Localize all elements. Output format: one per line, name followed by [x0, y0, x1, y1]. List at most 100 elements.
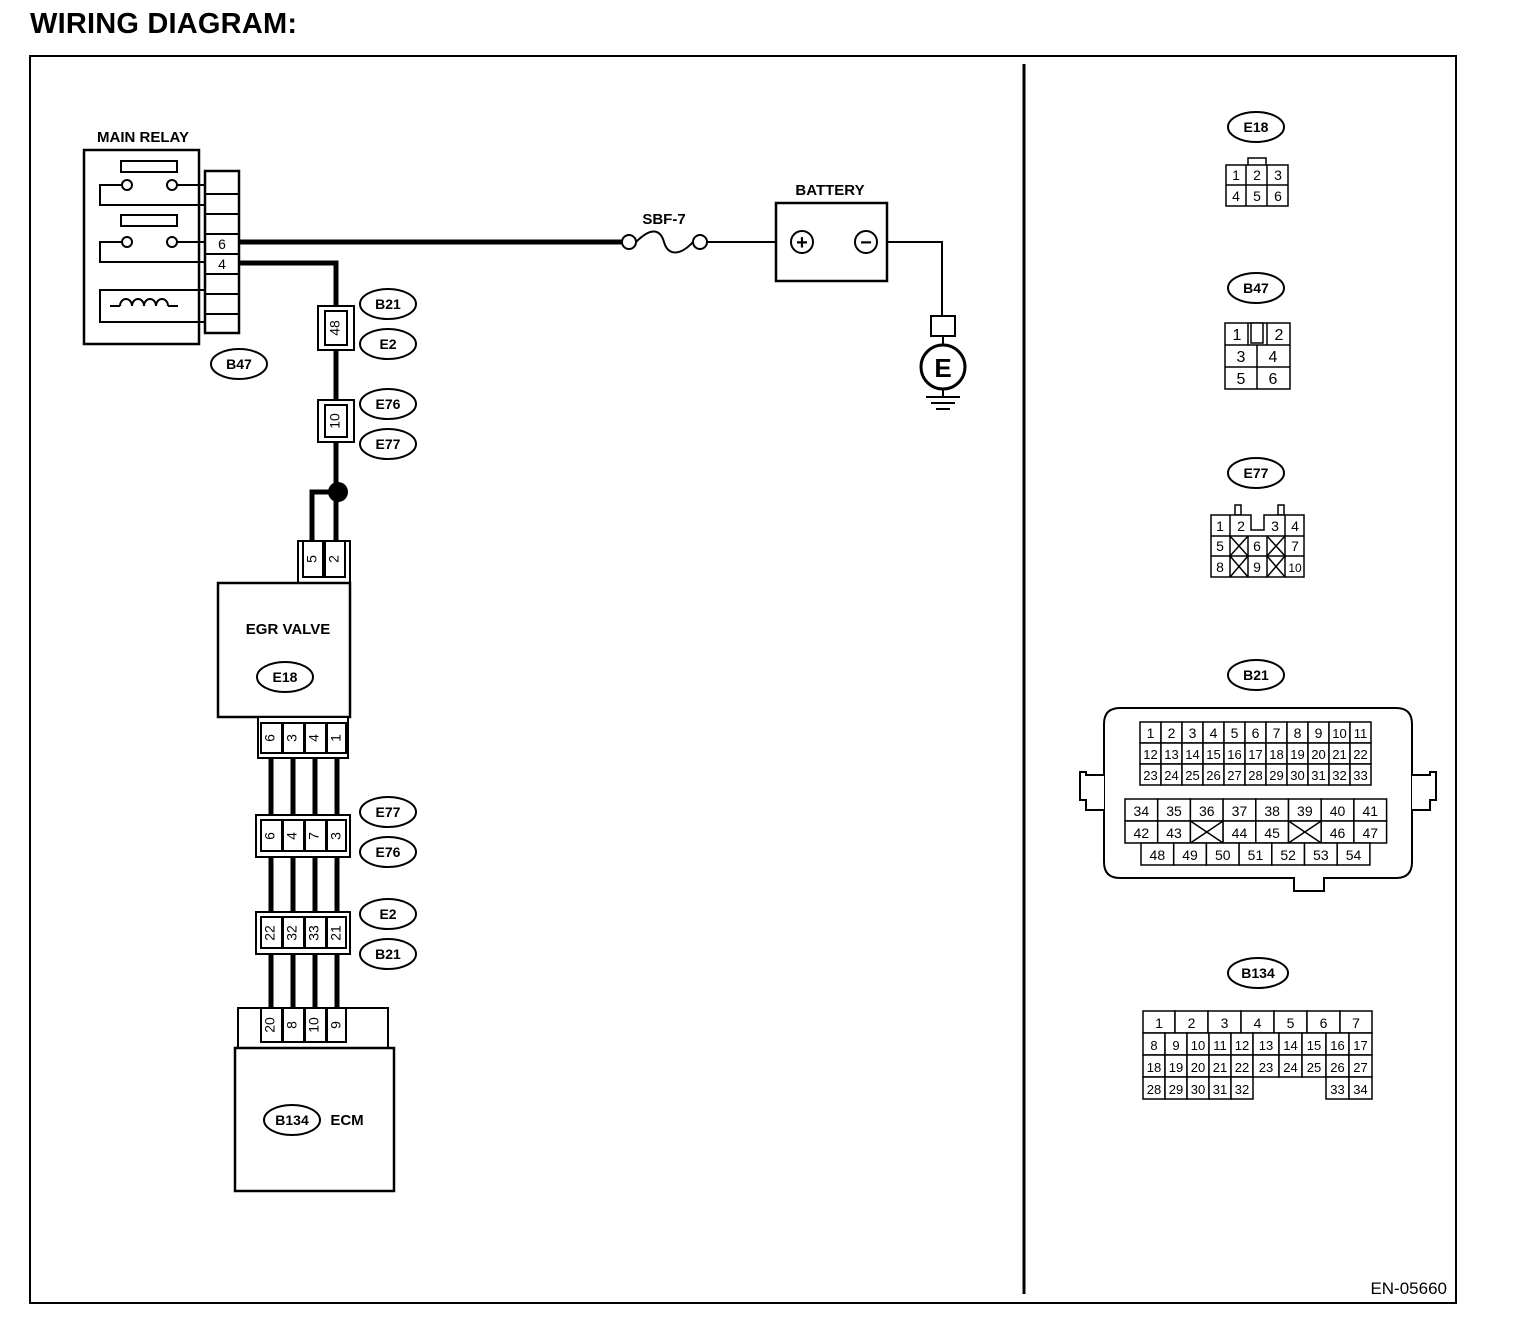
- b134-view-pin: 33: [1330, 1082, 1344, 1097]
- egr-top-pin: 2: [326, 555, 342, 563]
- junction-b21-e2: 48 B21 E2: [317, 288, 417, 360]
- b47-view-pin: 1: [1233, 327, 1242, 344]
- b21-view-pin: 28: [1248, 768, 1262, 783]
- b21-view-pin: 48: [1150, 847, 1166, 863]
- b134-view-pin: 26: [1330, 1060, 1344, 1075]
- b21-view-tag: B21: [1243, 667, 1269, 683]
- b21-view-pin: 10: [1332, 726, 1346, 741]
- b21-view-pin: 18: [1269, 747, 1283, 762]
- b21-view-pin: 24: [1164, 768, 1178, 783]
- ecm-pin: 10: [306, 1017, 322, 1033]
- junction2-pin: 10: [327, 413, 343, 429]
- page-title: WIRING DIAGRAM:: [30, 8, 298, 40]
- b21-view-pin: 30: [1290, 768, 1304, 783]
- b47-view-pin: 2: [1275, 327, 1284, 344]
- b134-view-pin: 14: [1283, 1038, 1297, 1053]
- junction3-tag-top: E77: [376, 804, 401, 820]
- b21-view-pin: 20: [1311, 747, 1325, 762]
- b21-view-pin: 32: [1332, 768, 1346, 783]
- egr-valve-label: EGR VALVE: [246, 621, 330, 638]
- b21-view-pin: 47: [1362, 825, 1378, 841]
- battery: BATTERY + −: [774, 182, 889, 283]
- b21-view-pin: 38: [1264, 803, 1280, 819]
- b21-view-pin: 23: [1143, 768, 1157, 783]
- ecm: 20 8 10 9 B134 ECM: [233, 1007, 396, 1193]
- junction-e77-e76: 6 4 7 3 E77 E76: [255, 796, 417, 868]
- junction4-pin: 22: [262, 925, 278, 941]
- b21-view-pin: 12: [1143, 747, 1157, 762]
- b21-view-pin: 36: [1199, 803, 1215, 819]
- b21-view-pin: 44: [1232, 825, 1248, 841]
- e77-view-pin: 8: [1216, 559, 1224, 575]
- junction4-tag-bottom: B21: [375, 946, 401, 962]
- b134-view-pin: 24: [1283, 1060, 1297, 1075]
- b21-view-pin: 53: [1313, 847, 1329, 863]
- junction4-pin: 21: [328, 925, 344, 941]
- b21-view-pin: 22: [1353, 747, 1367, 762]
- connector-view-e77: E77 1 2 3 4 5 6 7 8 9 10: [1210, 457, 1305, 578]
- e77-view-pin: 1: [1216, 518, 1224, 534]
- b21-view-pin: 42: [1134, 825, 1150, 841]
- b21-view-pin: 45: [1264, 825, 1280, 841]
- b21-view-pin: 16: [1227, 747, 1241, 762]
- b134-view-tag: B134: [1241, 965, 1275, 981]
- b21-view-pin: 51: [1248, 847, 1264, 863]
- e77-view-pin: 6: [1253, 538, 1261, 554]
- b21-view-pin: 14: [1185, 747, 1199, 762]
- b134-view-pin: 10: [1191, 1038, 1205, 1053]
- b21-view-pin: 7: [1273, 725, 1281, 741]
- e77-view-pin: 7: [1291, 538, 1299, 554]
- b21-view-pin: 50: [1215, 847, 1231, 863]
- fuse-sbf7: SBF-7: [621, 211, 708, 254]
- b21-view-pin: 4: [1210, 725, 1218, 741]
- b134-view-pin: 18: [1147, 1060, 1161, 1075]
- b21-view-pin: 5: [1231, 725, 1239, 741]
- junction1-pin: 48: [327, 320, 343, 336]
- b21-view-pin: 26: [1206, 768, 1220, 783]
- ecm-connector-tag: B134: [275, 1112, 309, 1128]
- junction-e76-e77: 10 E76 E77: [317, 388, 417, 460]
- b134-view-pin: 20: [1191, 1060, 1205, 1075]
- main-relay-label: MAIN RELAY: [97, 129, 189, 146]
- b21-view-pin: 34: [1134, 803, 1150, 819]
- b21-view-pin: 29: [1269, 768, 1283, 783]
- junction2-tag-bottom: E77: [376, 436, 401, 452]
- b134-view-pin: 7: [1352, 1015, 1360, 1031]
- egr-bottom-pin: 1: [328, 734, 344, 742]
- b134-view-pin: 1: [1155, 1015, 1163, 1031]
- main-relay: MAIN RELAY 6 4 B47: [82, 129, 268, 380]
- b21-view-pin: 43: [1166, 825, 1182, 841]
- b134-view-pin: 11: [1213, 1038, 1227, 1053]
- junction-e2-b21: 22 32 33 21 E2 B21: [255, 898, 417, 970]
- relay-connector-tag: B47: [226, 356, 252, 372]
- junction4-tag-top: E2: [379, 906, 396, 922]
- b21-view-pin: 40: [1330, 803, 1346, 819]
- b21-view-pin: 8: [1294, 725, 1302, 741]
- b47-view-tag: B47: [1243, 280, 1269, 296]
- b134-view-pin: 12: [1235, 1038, 1249, 1053]
- ecm-pin: 8: [284, 1021, 300, 1029]
- b134-view-pin: 17: [1353, 1038, 1367, 1053]
- ground-point: E: [919, 315, 967, 410]
- e77-view-pin: 3: [1271, 518, 1279, 534]
- egr-top-pin: 5: [304, 555, 320, 563]
- b21-view-pin: 35: [1166, 803, 1182, 819]
- b134-view-pin: 3: [1221, 1015, 1229, 1031]
- b21-view-pin: 33: [1353, 768, 1367, 783]
- e77-view-tag: E77: [1244, 465, 1269, 481]
- connector-view-b47: B47 1 2 3 4 5 6: [1224, 272, 1291, 390]
- b134-view-pin: 28: [1147, 1082, 1161, 1097]
- b21-view-pin: 46: [1330, 825, 1346, 841]
- b21-view-pin: 9: [1315, 725, 1323, 741]
- b134-view-pin: 15: [1307, 1038, 1321, 1053]
- ground-symbol-label: E: [934, 353, 951, 383]
- b134-view-pin: 34: [1353, 1082, 1367, 1097]
- b21-view-pin: 6: [1252, 725, 1260, 741]
- b21-view-pin: 27: [1227, 768, 1241, 783]
- egr-bottom-pin: 4: [306, 734, 322, 742]
- b134-view-pin: 5: [1287, 1015, 1295, 1031]
